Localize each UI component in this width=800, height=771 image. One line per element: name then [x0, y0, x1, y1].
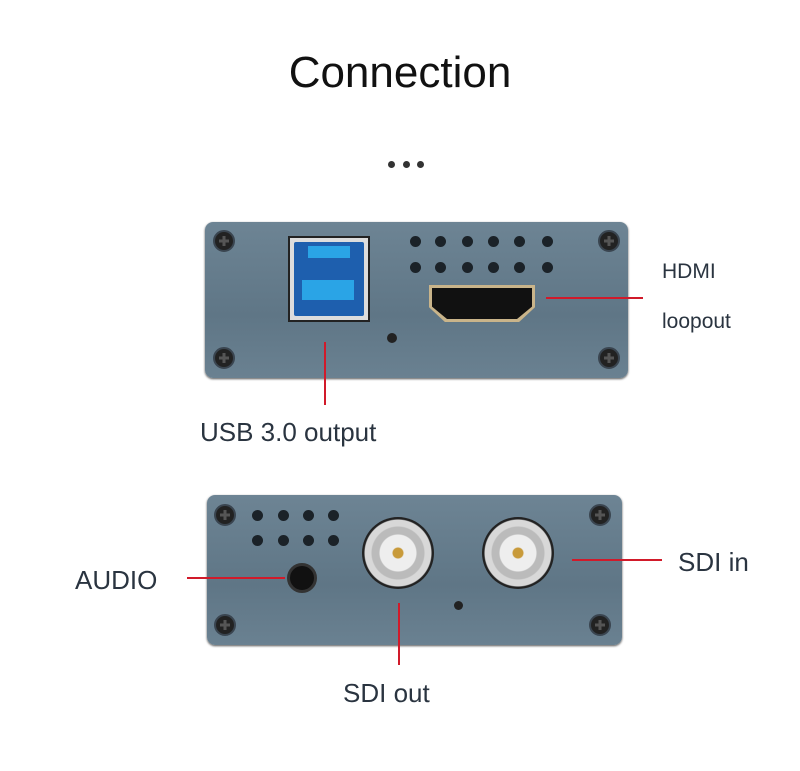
top-panel [205, 222, 628, 378]
vent-hole [278, 510, 289, 521]
vent-hole [252, 510, 263, 521]
screw-icon [214, 614, 236, 636]
screw-icon [214, 504, 236, 526]
led-indicator [454, 601, 463, 610]
screw-icon [213, 347, 235, 369]
screw-icon [213, 230, 235, 252]
vent-hole [410, 262, 421, 273]
screw-icon [598, 230, 620, 252]
sdi-in-connector [482, 517, 554, 589]
vent-hole [252, 535, 263, 546]
vent-hole [328, 510, 339, 521]
vent-hole [328, 535, 339, 546]
usb-pointer-line [324, 342, 326, 405]
sdi-out-pointer-line [398, 603, 400, 665]
vent-hole [303, 510, 314, 521]
hdmi-pointer-line [546, 297, 643, 299]
sdi-in-label: SDI in [678, 547, 749, 577]
vent-hole [462, 236, 473, 247]
ellipsis-icon [388, 161, 424, 168]
vent-hole [488, 262, 499, 273]
sdi-out-label: SDI out [343, 678, 430, 708]
screw-icon [589, 614, 611, 636]
usb-label: USB 3.0 output [200, 417, 377, 447]
vent-hole [435, 262, 446, 273]
vent-hole [514, 236, 525, 247]
vent-hole [542, 236, 553, 247]
vent-hole [462, 262, 473, 273]
screw-icon [589, 504, 611, 526]
vent-hole [435, 236, 446, 247]
screw-icon [598, 347, 620, 369]
hdmi-label: HDMI [662, 260, 716, 283]
audio-jack [287, 563, 317, 593]
page-title: Connection [288, 48, 512, 97]
led-indicator [387, 333, 397, 343]
audio-label: AUDIO [75, 565, 158, 595]
vent-hole [278, 535, 289, 546]
audio-pointer-line [187, 577, 285, 579]
hdmi-port [429, 285, 535, 322]
sdi-in-pointer-line [572, 559, 662, 561]
vent-hole [488, 236, 499, 247]
vent-hole [303, 535, 314, 546]
loopout-label: loopout [662, 310, 731, 333]
vent-hole [410, 236, 421, 247]
vent-hole [542, 262, 553, 273]
sdi-out-connector [362, 517, 434, 589]
vent-hole [514, 262, 525, 273]
usb-port [288, 236, 370, 322]
